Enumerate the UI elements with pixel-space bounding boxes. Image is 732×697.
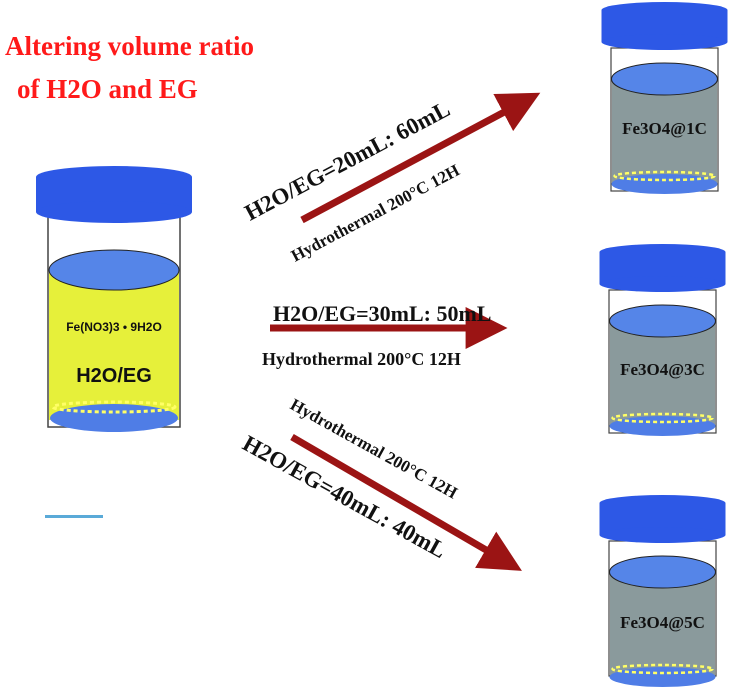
product-2-label: Fe3O4@3C [620,360,705,379]
route-3-ratio: H2O/EG=40mL: 40mL [239,431,451,564]
route-2-ratio: H2O/EG=30mL: 50mL [273,301,492,326]
vial-bottom-dash [51,400,177,414]
title-line-2: of H2O and EG [17,74,198,104]
product-liquid-surface [609,555,716,589]
source-vial: Fe(NO3)3 • 9H2O H2O/EG [36,166,192,432]
product-vial-liquid [610,321,715,425]
product-vial-bottom-dash [611,663,714,675]
product-vial-bottom [609,667,716,687]
product-vial-1: Fe3O4@1C [601,2,728,194]
product-cap-bottom [599,527,726,543]
source-reagent-label: Fe(NO3)3 • 9H2O [66,320,162,334]
arrow-route-3 [290,433,522,571]
product-3-label: Fe3O4@5C [620,613,705,632]
product-1-label: Fe3O4@1C [622,119,707,138]
product-liquid-surface [609,304,716,338]
product-vial-bottom-dash [613,170,716,182]
route-1-ratio: H2O/EG=20mL: 60mL [241,96,454,225]
product-vial-3: Fe3O4@5C [599,495,726,687]
arrow-route-1 [300,92,541,224]
vial-liquid [49,270,179,420]
title-line-1: Altering volume ratio [5,31,254,61]
product-cap-bottom [601,34,728,50]
vial-cap-bottom [36,201,192,223]
product-vial-liquid [610,572,715,676]
product-cap-bottom [599,276,726,292]
product-vial-bottom-dash [611,412,714,424]
product-liquid-surface [611,62,718,96]
underline-mark [45,515,103,518]
vial-bottom [50,404,178,432]
product-vial-2: Fe3O4@3C [599,244,726,436]
liquid-surface [48,249,180,291]
product-vial-bottom [609,416,716,436]
route-2-condition: Hydrothermal 200°C 12H [262,349,461,369]
product-vial-bottom [611,174,718,194]
source-solvent-label: H2O/EG [76,365,152,387]
product-vial-liquid [612,79,717,183]
